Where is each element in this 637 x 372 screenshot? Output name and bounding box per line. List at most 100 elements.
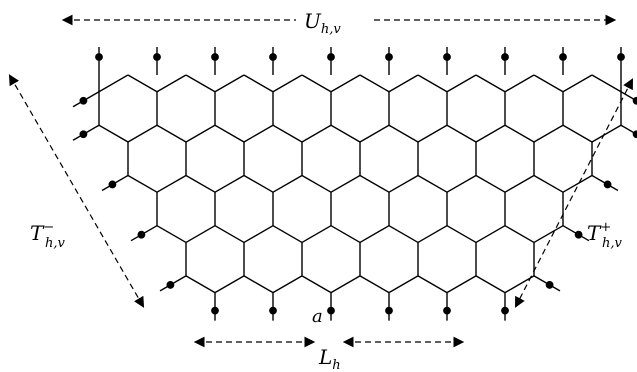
- lattice-edge: [214, 124, 245, 143]
- top-lead-dot: [153, 53, 161, 61]
- top-lead-dot: [559, 53, 567, 61]
- lattice-edge: [301, 225, 332, 244]
- lattice-edge: [330, 275, 361, 294]
- lattice-edge: [388, 225, 419, 244]
- bottom-label-sub: h: [332, 358, 340, 372]
- lattice-edge: [475, 74, 506, 93]
- lattice-edge: [243, 225, 274, 244]
- bottom-lead-dot: [501, 306, 509, 315]
- boundary-leads: [72, 47, 637, 321]
- lattice-edge: [359, 225, 390, 244]
- lattice-edge: [417, 124, 448, 143]
- lattice-edge: [388, 124, 419, 143]
- lattice-edge: [301, 124, 332, 143]
- right-label-main: T: [587, 221, 602, 245]
- lattice-edge: [417, 174, 448, 193]
- lattice-edge: [301, 74, 332, 93]
- lattice-edge: [388, 74, 419, 93]
- lattice-edge: [214, 225, 245, 244]
- right-label: T+h,v: [587, 220, 623, 251]
- top-lead-dot: [327, 53, 335, 61]
- lattice-edge: [127, 174, 158, 193]
- lattice-edge: [475, 124, 506, 143]
- top-lead-dot: [385, 53, 393, 61]
- right-side-arrow: [515, 78, 633, 308]
- top-label-sub: h,v: [321, 22, 342, 37]
- lattice-edge: [243, 275, 274, 294]
- right-lead-dot: [574, 230, 583, 239]
- bottom-lead-dot: [211, 306, 219, 315]
- top-lead-dot: [95, 53, 103, 61]
- lattice-edge: [388, 174, 419, 193]
- lattice-edge: [98, 74, 129, 93]
- lattice-edge: [185, 225, 216, 244]
- left-lead-dot: [79, 96, 88, 105]
- lattice-edge: [446, 225, 477, 244]
- top-lead-dot: [617, 53, 625, 61]
- lattice-edge: [475, 174, 506, 193]
- right-lead-dot: [632, 96, 637, 105]
- lattice-edge: [359, 174, 390, 193]
- lattice-edge: [359, 275, 390, 294]
- top-lead-dot: [211, 53, 219, 61]
- lattice-edge: [272, 74, 303, 93]
- left-label-sup: −: [43, 220, 54, 235]
- left-label-main: T: [30, 221, 45, 245]
- lattice-edge: [214, 275, 245, 294]
- lattice-edge: [185, 275, 216, 294]
- lattice-edge: [533, 174, 564, 193]
- left-label: T−h,v: [30, 220, 66, 251]
- lattice-edge: [156, 174, 187, 193]
- lattice-edge: [156, 124, 187, 143]
- lattice-edge: [562, 74, 593, 93]
- lattice-edge: [504, 74, 535, 93]
- bottom-label: Lh: [318, 345, 341, 372]
- lattice-edge: [446, 275, 477, 294]
- lattice-edge: [214, 74, 245, 93]
- lattice-edge: [533, 74, 564, 93]
- lattice-edge: [504, 174, 535, 193]
- lattice-edge: [185, 124, 216, 143]
- lattice-edge: [272, 225, 303, 244]
- lattice-edge: [243, 124, 274, 143]
- lattice-edge: [272, 174, 303, 193]
- lattice-edge: [446, 174, 477, 193]
- lattice-edge: [504, 225, 535, 244]
- bottom-lead-dot: [385, 306, 393, 315]
- lattice-edge: [475, 275, 506, 294]
- lattice-edge: [185, 74, 216, 93]
- lattice-edge: [446, 74, 477, 93]
- lattice-edge: [156, 74, 187, 93]
- lattice-edge: [330, 225, 361, 244]
- lattice-edge: [417, 74, 448, 93]
- lattice-edge: [533, 225, 564, 244]
- top-label-main: U: [304, 9, 322, 33]
- top-lead-dot: [443, 53, 451, 61]
- lattice-edge: [301, 275, 332, 294]
- lattice-edge: [243, 74, 274, 93]
- lattice-edge: [475, 225, 506, 244]
- lattice-edge: [591, 124, 622, 143]
- lattice-edge: [330, 74, 361, 93]
- bottom-label-main: L: [318, 345, 332, 369]
- left-lead-dot: [137, 230, 146, 239]
- lattice-edge: [214, 174, 245, 193]
- lattice-edge: [98, 124, 129, 143]
- lattice-edge: [359, 124, 390, 143]
- lattice-edge: [417, 225, 448, 244]
- lattice-edge: [504, 124, 535, 143]
- left-side-arrow: [8, 74, 145, 308]
- bottom-lead-dot: [269, 306, 277, 315]
- left-lead-dot: [108, 180, 117, 189]
- vertex-label-a: a: [312, 306, 323, 327]
- top-lead-dot: [501, 53, 509, 61]
- lattice-edge: [591, 74, 622, 93]
- lattice-edge: [272, 275, 303, 294]
- lattice-edge: [301, 174, 332, 193]
- top-lead-dot: [269, 53, 277, 61]
- lattice-edge: [417, 275, 448, 294]
- lattice-edge: [359, 74, 390, 93]
- top-label: Uh,v: [304, 9, 341, 37]
- bottom-lead-dot: [443, 306, 451, 315]
